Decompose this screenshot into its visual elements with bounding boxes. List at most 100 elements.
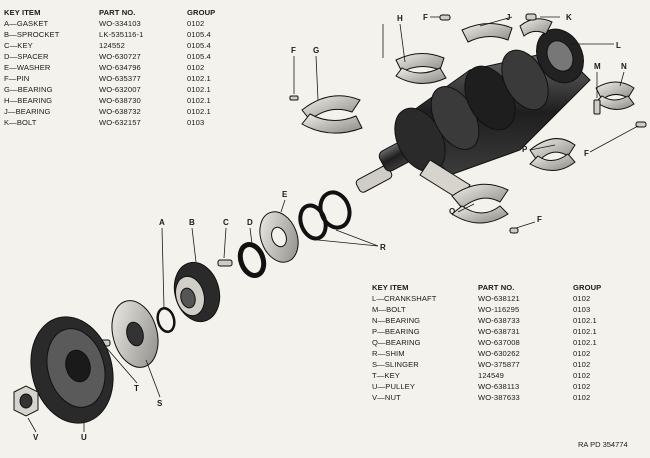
pin-part — [635, 121, 647, 128]
row-key: S—SLINGER — [372, 360, 419, 369]
washer-part — [259, 211, 299, 263]
row-group: 0102.1 — [573, 327, 597, 336]
callout-j: J — [506, 13, 510, 22]
callout-f: F — [423, 13, 428, 22]
pins-and-bolts — [289, 13, 647, 234]
callout-n: N — [621, 62, 627, 71]
callout-v: V — [33, 433, 39, 442]
row-key: B—SPROCKET — [4, 30, 60, 39]
row-group: 0105.4 — [187, 52, 211, 61]
sprocket-part — [173, 261, 221, 323]
row-group: 0102 — [187, 19, 205, 28]
callout-f: F — [537, 215, 542, 224]
row-part: WO-387633 — [478, 393, 520, 402]
row-part: 124549 — [478, 371, 504, 380]
callout-g: G — [313, 46, 319, 55]
row-key: D—SPACER — [4, 52, 49, 61]
row-group: 0103 — [573, 305, 591, 314]
row-key: Q—BEARING — [372, 338, 421, 347]
leader-lines — [27, 16, 639, 433]
callout-d: D — [247, 218, 253, 227]
callout-f: F — [291, 46, 296, 55]
row-key: F—PIN — [4, 74, 30, 83]
bearing-shells — [301, 18, 635, 224]
callout-p: P — [522, 145, 528, 154]
callout-u: U — [81, 433, 87, 442]
row-group: 0102 — [573, 360, 591, 369]
bearing-shell — [451, 183, 509, 209]
row-group: 0102.1 — [187, 107, 211, 116]
slinger-part — [111, 300, 159, 368]
row-key: E—WASHER — [4, 63, 51, 72]
row-part: WO-638113 — [478, 382, 520, 391]
row-key: L—CRANKSHAFT — [372, 294, 437, 303]
row-part: WO-637008 — [478, 338, 520, 347]
row-group: 0105.4 — [187, 30, 211, 39]
row-key: H—BEARING — [4, 96, 53, 105]
bearing-shell — [395, 67, 447, 84]
row-key: M—BOLT — [372, 305, 406, 314]
row-part: LK-535116-1 — [99, 30, 144, 39]
callout-t: T — [134, 384, 139, 393]
row-group: 0102 — [573, 382, 591, 391]
row-part: WO-635377 — [99, 74, 141, 83]
row-group: 0102 — [573, 371, 591, 380]
row-group: 0102.1 — [573, 316, 597, 325]
row-group: 0102.1 — [573, 338, 597, 347]
row-part: WO-375877 — [478, 360, 520, 369]
crankshaft-part — [355, 28, 591, 201]
row-key: R—SHIM — [372, 349, 405, 358]
row-part: WO-634796 — [99, 63, 141, 72]
row-part: WO-632157 — [99, 118, 141, 127]
row-part: WO-334103 — [99, 19, 141, 28]
row-group: 0102 — [573, 294, 591, 303]
row-part: WO-638730 — [99, 96, 141, 105]
callout-b: B — [189, 218, 195, 227]
header-part-no: PART NO. — [99, 8, 136, 17]
row-group: 0102 — [573, 349, 591, 358]
callout-c: C — [223, 218, 229, 227]
row-group: 0103 — [187, 118, 205, 127]
pin-part — [509, 227, 519, 234]
row-group: 0102 — [573, 393, 591, 402]
callout-q: Q — [449, 207, 455, 216]
header-key-item: KEY ITEM — [4, 8, 41, 17]
row-part: WO-116295 — [478, 305, 520, 314]
bearing-shell — [529, 153, 576, 171]
reference-number: RA PD 354774 — [578, 440, 628, 449]
row-key: J—BEARING — [4, 107, 51, 116]
bolt-part — [525, 13, 537, 21]
row-group: 0102.1 — [187, 85, 211, 94]
row-key: A—GASKET — [4, 19, 49, 28]
row-part: 124552 — [99, 41, 125, 50]
header-group: GROUP — [187, 8, 216, 17]
header-part-no: PART NO. — [478, 283, 515, 292]
row-part: WO-630262 — [478, 349, 520, 358]
row-key: C—KEY — [4, 41, 33, 50]
callout-a: A — [159, 218, 165, 227]
row-part: WO-638732 — [99, 107, 141, 116]
pulley-part — [30, 316, 114, 424]
callout-f: F — [584, 149, 589, 158]
callout-s: S — [157, 399, 163, 408]
shim-part — [298, 190, 352, 241]
callout-labels: A B C D E F G H F J K L M N F P Q F R S … — [33, 13, 627, 442]
row-key: P—BEARING — [372, 327, 420, 336]
row-key: V—NUT — [372, 393, 401, 402]
header-key-item: KEY ITEM — [372, 283, 409, 292]
row-part: WO-630727 — [99, 52, 141, 61]
gasket-part — [156, 306, 176, 334]
header-group: GROUP — [573, 283, 602, 292]
row-key: N—BEARING — [372, 316, 421, 325]
pin-part — [439, 14, 451, 21]
row-part: WO-638733 — [478, 316, 520, 325]
row-group: 0105.4 — [187, 41, 211, 50]
callout-m: M — [594, 62, 601, 71]
bearing-shell — [301, 95, 361, 121]
spacer-part — [237, 242, 267, 278]
row-group: 0102.1 — [187, 96, 211, 105]
callout-r: R — [380, 243, 386, 252]
pin-part — [289, 95, 299, 101]
callout-h: H — [397, 14, 403, 23]
